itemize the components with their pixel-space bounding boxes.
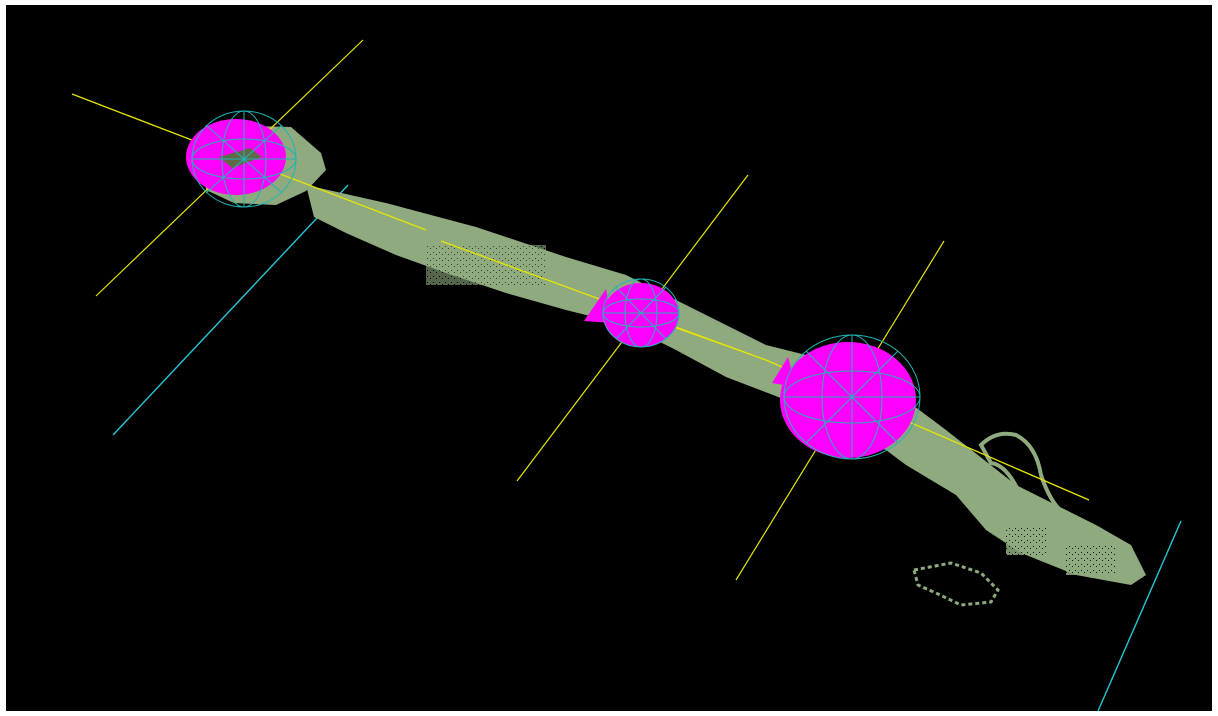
bound-line-left [112,184,349,436]
sphere-2[interactable] [584,278,680,348]
sphere-2-fill [603,283,679,347]
sphere-1-wireframe [191,110,297,208]
scene-canvas[interactable] [6,5,1212,711]
sphere-3-wireframe [783,334,921,460]
3d-viewport[interactable] [6,5,1212,711]
sphere-3-fill [780,342,916,458]
sphere-3[interactable] [772,334,921,460]
sphere-1[interactable] [186,110,297,208]
bound-line-right [1097,520,1182,711]
sphere-2-wireframe [602,278,680,348]
point-cloud-bracket [978,431,1071,523]
point-cloud [202,125,1146,607]
point-cloud-fragment [912,561,1000,607]
bound-lines [112,184,1182,711]
